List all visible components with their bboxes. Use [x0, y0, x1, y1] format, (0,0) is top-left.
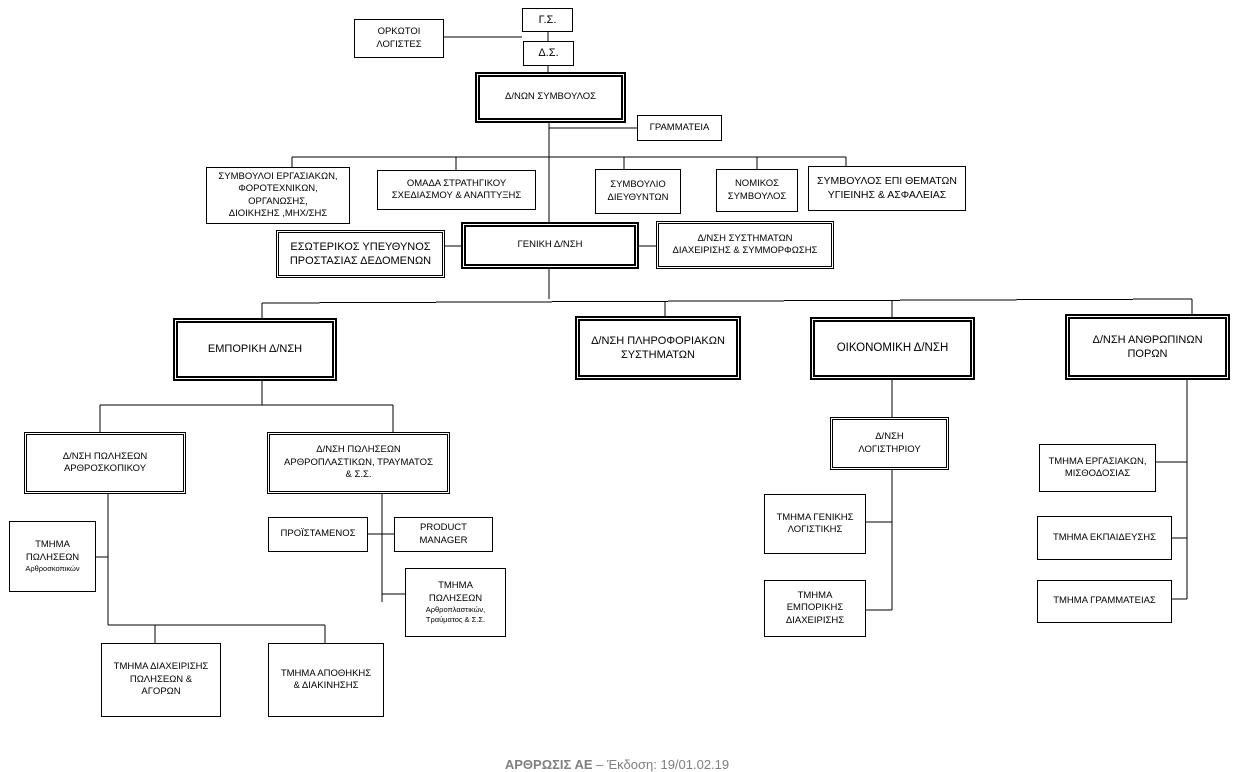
- node-ergasiakon-label: ΤΜΗΜΑ ΕΡΓΑΣΙΑΚΩΝ, ΜΙΣΘΟΔΟΣΙΑΣ: [1048, 455, 1147, 479]
- footer-edition: – Έκδοση: 19/01.02.19: [592, 757, 730, 772]
- node-tmima-poliseon-arthroskopikon-sub: Αρθροσκοπικών: [25, 563, 80, 573]
- node-logistiriou-label: Δ/ΝΣΗ ΛΟΓΙΣΤΗΡΙΟΥ: [858, 431, 921, 455]
- node-nomikos: ΝΟΜΙΚΟΣ ΣΥΜΒΟΥΛΟΣ: [716, 169, 798, 212]
- node-anthropinon-label: Δ/ΝΣΗ ΑΝΘΡΩΠΙΝΩΝ ΠΟΡΩΝ: [1092, 333, 1203, 360]
- node-emporiki-label: ΕΜΠΟΡΙΚΗ Δ/ΝΣΗ: [207, 343, 303, 356]
- node-grammateia-label: ΓΡΑΜΜΑΤΕΙΑ: [649, 121, 710, 133]
- node-pliroforiakon: Δ/ΝΣΗ ΠΛΗΡΟΦΟΡΙΑΚΩΝ ΣΥΣΤΗΜΑΤΩΝ: [575, 316, 741, 380]
- node-dpo: ΕΣΩΤΕΡΙΚΟΣ ΥΠΕΥΘΥΝΟΣ ΠΡΟΣΤΑΣΙΑΣ ΔΕΔΟΜΕΝΩ…: [276, 230, 445, 278]
- connector-line-14: [261, 298, 1193, 304]
- node-grammateias: ΤΜΗΜΑ ΓΡΑΜΜΑΤΕΙΑΣ: [1037, 580, 1172, 623]
- node-geniki: ΓΕΝΙΚΗ Δ/ΝΣΗ: [461, 222, 639, 269]
- node-product-manager-label: PRODUCT MANAGER: [419, 522, 468, 546]
- node-grammateia: ΓΡΑΜΜΑΤΕΙΑ: [637, 115, 722, 141]
- node-proistamenos-label: ΠΡΟΪΣΤΑΜΕΝΟΣ: [280, 528, 356, 540]
- node-oikonomiki-label: ΟΙΚΟΝΟΜΙΚΗ Δ/ΝΣΗ: [836, 342, 949, 355]
- node-orkotoi-label: ΟΡΚΩΤΟΙ ΛΟΓΙΣΤΕΣ: [376, 26, 422, 50]
- node-orkotoi-logistes: ΟΡΚΩΤΟΙ ΛΟΓΙΣΤΕΣ: [354, 19, 444, 58]
- node-grammateias-label: ΤΜΗΜΑ ΓΡΑΜΜΑΤΕΙΑΣ: [1053, 595, 1156, 607]
- node-emporikis-diaxeirisis-label: ΤΜΗΜΑ ΕΜΠΟΡΙΚΗΣ ΔΙΑΧΕΙΡΙΣΗΣ: [785, 589, 845, 626]
- node-proistamenos: ΠΡΟΪΣΤΑΜΕΝΟΣ: [268, 517, 368, 552]
- node-pliroforiakon-label: Δ/ΝΣΗ ΠΛΗΡΟΦΟΡΙΑΚΩΝ ΣΥΣΤΗΜΑΤΩΝ: [591, 334, 725, 361]
- node-poliseon-arthroskopikou-label: Δ/ΝΣΗ ΠΩΛΗΣΕΩΝ ΑΡΘΡΟΣΚΟΠΙΚΟΥ: [62, 450, 148, 474]
- node-tmima-diaxeirisis-label: ΤΜΗΜΑ ΔΙΑΧΕΙΡΙΣΗΣ ΠΩΛΗΣΕΩΝ & ΑΓΟΡΩΝ: [113, 661, 209, 698]
- node-tmima-poliseon-arthroplastikon-sub: Αρθροπλαστικών, Τραύματος & Σ.Σ.: [425, 605, 486, 624]
- node-emporiki: ΕΜΠΟΡΙΚΗ Δ/ΝΣΗ: [173, 318, 337, 381]
- node-emporikis-diaxeirisis: ΤΜΗΜΑ ΕΜΠΟΡΙΚΗΣ ΔΙΑΧΕΙΡΙΣΗΣ: [764, 580, 866, 637]
- node-tmima-diaxeirisis: ΤΜΗΜΑ ΔΙΑΧΕΙΡΙΣΗΣ ΠΩΛΗΣΕΩΝ & ΑΓΟΡΩΝ: [101, 643, 221, 717]
- node-systimaton-label: Δ/ΝΣΗ ΣΥΣΤΗΜΑΤΩΝ ΔΙΑΧΕΙΡΙΣΗΣ & ΣΥΜΜΟΡΦΩΣ…: [672, 232, 818, 256]
- node-ds-label: Δ.Σ.: [538, 47, 559, 60]
- node-ygieinis: ΣΥΜΒΟΥΛΟΣ ΕΠΙ ΘΕΜΑΤΩΝ ΥΓΙΕΙΝΗΣ & ΑΣΦΑΛΕΙ…: [808, 166, 966, 211]
- node-anthropinon: Δ/ΝΣΗ ΑΝΘΡΩΠΙΝΩΝ ΠΟΡΩΝ: [1065, 314, 1230, 380]
- node-logistiriou: Δ/ΝΣΗ ΛΟΓΙΣΤΗΡΙΟΥ: [830, 417, 949, 470]
- node-ekpaideysis: ΤΜΗΜΑ ΕΚΠΑΙΔΕΥΣΗΣ: [1037, 516, 1172, 560]
- node-poliseon-arthroplastikon: Δ/ΝΣΗ ΠΩΛΗΣΕΩΝ ΑΡΘΡΟΠΛΑΣΤΙΚΩΝ, ΤΡΑΥΜΑΤΟΣ…: [267, 432, 450, 494]
- node-omada-label: ΟΜΑΔΑ ΣΤΡΑΤΗΓΙΚΟΥ ΣΧΕΔΙΑΣΜΟΥ & ΑΝΑΠΤΥΞΗΣ: [391, 177, 522, 201]
- node-ceo-label: Δ/ΝΩΝ ΣΥΜΒΟΥΛΟΣ: [504, 91, 597, 103]
- node-poliseon-arthroskopikou: Δ/ΝΣΗ ΠΩΛΗΣΕΩΝ ΑΡΘΡΟΣΚΟΠΙΚΟΥ: [24, 432, 186, 494]
- footer: ΑΡΘΡΩΣΙΣ ΑΕ – Έκδοση: 19/01.02.19: [0, 757, 1234, 772]
- node-systimaton: Δ/ΝΣΗ ΣΥΣΤΗΜΑΤΩΝ ΔΙΑΧΕΙΡΙΣΗΣ & ΣΥΜΜΟΡΦΩΣ…: [656, 221, 834, 269]
- node-tmima-apothikis-label: ΤΜΗΜΑ ΑΠΟΘΗΚΗΣ & ΔΙΑΚΙΝΗΣΗΣ: [280, 667, 372, 691]
- node-gs: Γ.Σ.: [522, 8, 573, 32]
- node-nomikos-label: ΝΟΜΙΚΟΣ ΣΥΜΒΟΥΛΟΣ: [727, 178, 787, 202]
- node-symvoulio-label: ΣΥΜΒΟΥΛΙΟ ΔΙΕΥΘΥΝΤΩΝ: [607, 179, 669, 203]
- node-ygieinis-label: ΣΥΜΒΟΥΛΟΣ ΕΠΙ ΘΕΜΑΤΩΝ ΥΓΙΕΙΝΗΣ & ΑΣΦΑΛΕΙ…: [817, 174, 957, 201]
- node-genikis-logistikis-label: ΤΜΗΜΑ ΓΕΝΙΚΗΣ ΛΟΓΙΣΤΙΚΗΣ: [776, 511, 854, 535]
- node-tmima-poliseon-arthroskopikon-title: ΤΜΗΜΑ ΠΩΛΗΣΕΩΝ: [25, 539, 80, 563]
- node-symvouloi: ΣΥΜΒΟΥΛΟΙ ΕΡΓΑΣΙΑΚΩΝ, ΦΟΡΟΤΕΧΝΙΚΩΝ, ΟΡΓΑ…: [206, 167, 350, 224]
- node-ceo: Δ/ΝΩΝ ΣΥΜΒΟΥΛΟΣ: [475, 72, 626, 123]
- node-symvoulio: ΣΥΜΒΟΥΛΙΟ ΔΙΕΥΘΥΝΤΩΝ: [595, 169, 681, 214]
- footer-company: ΑΡΘΡΩΣΙΣ ΑΕ: [504, 757, 593, 772]
- node-symvouloi-label: ΣΥΜΒΟΥΛΟΙ ΕΡΓΑΣΙΑΚΩΝ, ΦΟΡΟΤΕΧΝΙΚΩΝ, ΟΡΓΑ…: [218, 170, 338, 219]
- node-omada: ΟΜΑΔΑ ΣΤΡΑΤΗΓΙΚΟΥ ΣΧΕΔΙΑΣΜΟΥ & ΑΝΑΠΤΥΞΗΣ: [377, 170, 536, 210]
- node-geniki-label: ΓΕΝΙΚΗ Δ/ΝΣΗ: [517, 239, 583, 251]
- node-gs-label: Γ.Σ.: [538, 13, 557, 26]
- node-ds: Δ.Σ.: [523, 41, 574, 66]
- node-tmima-apothikis: ΤΜΗΜΑ ΑΠΟΘΗΚΗΣ & ΔΙΑΚΙΝΗΣΗΣ: [268, 643, 384, 717]
- node-product-manager: PRODUCT MANAGER: [394, 517, 493, 552]
- node-oikonomiki: ΟΙΚΟΝΟΜΙΚΗ Δ/ΝΣΗ: [810, 317, 975, 380]
- node-ergasiakon: ΤΜΗΜΑ ΕΡΓΑΣΙΑΚΩΝ, ΜΙΣΘΟΔΟΣΙΑΣ: [1039, 444, 1156, 492]
- node-tmima-poliseon-arthroplastikon-title: ΤΜΗΜΑ ΠΩΛΗΣΕΩΝ: [428, 580, 483, 604]
- node-ekpaideysis-label: ΤΜΗΜΑ ΕΚΠΑΙΔΕΥΣΗΣ: [1052, 531, 1157, 543]
- node-poliseon-arthroplastikon-label: Δ/ΝΣΗ ΠΩΛΗΣΕΩΝ ΑΡΘΡΟΠΛΑΣΤΙΚΩΝ, ΤΡΑΥΜΑΤΟΣ…: [284, 444, 433, 481]
- node-genikis-logistikis: ΤΜΗΜΑ ΓΕΝΙΚΗΣ ΛΟΓΙΣΤΙΚΗΣ: [764, 494, 866, 554]
- node-dpo-label: ΕΣΩΤΕΡΙΚΟΣ ΥΠΕΥΘΥΝΟΣ ΠΡΟΣΤΑΣΙΑΣ ΔΕΔΟΜΕΝΩ…: [289, 240, 432, 267]
